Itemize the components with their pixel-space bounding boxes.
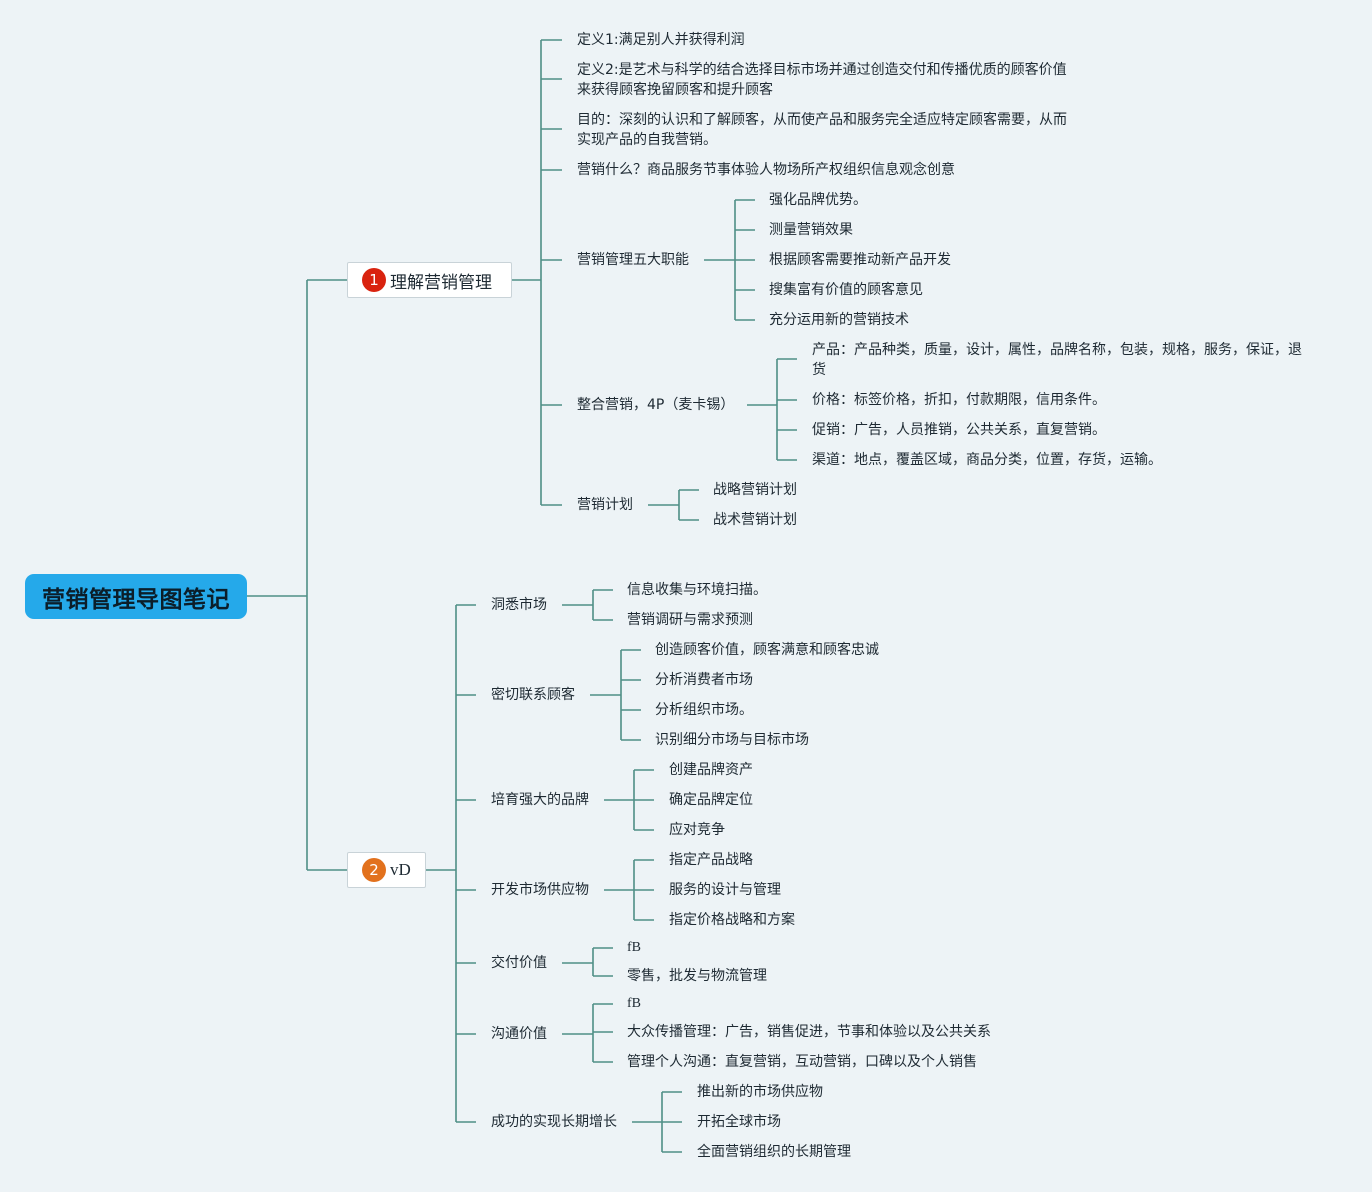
topic-function-item[interactable]: 搜集富有价值的顾客意见 xyxy=(769,282,923,298)
topic-subitem[interactable]: 全面营销组织的长期管理 xyxy=(697,1144,851,1160)
priority-1-icon: 1 xyxy=(362,268,386,292)
topic-subitem[interactable]: 确定品牌定位 xyxy=(669,792,753,808)
topic-subitem[interactable]: 开拓全球市场 xyxy=(697,1114,781,1130)
priority-2-icon: 2 xyxy=(362,858,386,882)
topic-develop-offerings[interactable]: 开发市场供应物 xyxy=(491,882,589,898)
topic-subitem[interactable]: 管理个人沟通：直复营销，互动营销，口碑以及个人销售 xyxy=(627,1054,977,1070)
topic-function-item[interactable]: 充分运用新的营销技术 xyxy=(769,312,909,328)
main-topic-label: vD xyxy=(390,860,411,879)
topic-subitem[interactable]: 分析组织市场。 xyxy=(655,702,753,718)
topic-4p-promotion[interactable]: 促销：广告，人员推销，公共关系，直复营销。 xyxy=(812,422,1106,438)
topic-subitem[interactable]: 分析消费者市场 xyxy=(655,672,753,688)
topic-subitem[interactable]: 零售，批发与物流管理 xyxy=(627,968,767,984)
topic-definition-2[interactable]: 定义2:是艺术与科学的结合选择目标市场并通过创造交付和传播优质的顾客价值 来获得… xyxy=(577,60,1067,100)
topic-line: 货 xyxy=(812,362,826,378)
topic-subitem[interactable]: fB xyxy=(627,940,641,955)
topic-plan-item[interactable]: 战术营销计划 xyxy=(713,512,797,528)
topic-subitem[interactable]: 识别细分市场与目标市场 xyxy=(655,732,809,748)
topic-long-term-growth[interactable]: 成功的实现长期增长 xyxy=(491,1114,617,1130)
topic-line: 目的：深刻的认识和了解顾客，从而使产品和服务完全适应特定顾客需要，从而 xyxy=(577,112,1067,128)
topic-line: 来获得顾客挽留顾客和提升顾客 xyxy=(577,82,773,98)
topic-build-brands[interactable]: 培育强大的品牌 xyxy=(491,792,589,808)
topic-line: 产品：产品种类，质量，设计，属性，品牌名称，包装，规格，服务，保证，退 xyxy=(812,342,1302,358)
topic-function-item[interactable]: 强化品牌优势。 xyxy=(769,192,867,208)
main-topic-label: 理解营销管理 xyxy=(390,272,492,293)
topic-4p-price[interactable]: 价格：标签价格，折扣，付款期限，信用条件。 xyxy=(812,392,1106,408)
topic-line: 实现产品的自我营销。 xyxy=(577,132,717,148)
topic-what-to-market[interactable]: 营销什么？商品服务节事体验人物场所产权组织信息观念创意 xyxy=(577,162,955,178)
topic-marketing-plan[interactable]: 营销计划 xyxy=(577,497,633,513)
topic-subitem[interactable]: 创建品牌资产 xyxy=(669,762,753,778)
topic-communicate-value[interactable]: 沟通价值 xyxy=(491,1026,547,1042)
topic-subitem[interactable]: 应对竞争 xyxy=(669,822,725,838)
topic-plan-item[interactable]: 战略营销计划 xyxy=(713,482,797,498)
topic-function-item[interactable]: 根据顾客需要推动新产品开发 xyxy=(769,252,951,268)
topic-subitem[interactable]: 指定价格战略和方案 xyxy=(669,912,795,928)
topic-subitem[interactable]: 营销调研与需求预测 xyxy=(627,612,753,628)
topic-subitem[interactable]: 大众传播管理：广告，销售促进，节事和体验以及公共关系 xyxy=(627,1024,991,1040)
topic-function-item[interactable]: 测量营销效果 xyxy=(769,222,853,238)
topic-subitem[interactable]: fB xyxy=(627,996,641,1011)
topic-subitem[interactable]: 服务的设计与管理 xyxy=(669,882,781,898)
topic-connect-customers[interactable]: 密切联系顾客 xyxy=(491,687,575,703)
topic-subitem[interactable]: 指定产品战略 xyxy=(669,852,753,868)
main-topic-vd[interactable]: 2 vD xyxy=(347,852,426,888)
topic-subitem[interactable]: 推出新的市场供应物 xyxy=(697,1084,823,1100)
topic-4p[interactable]: 整合营销，4P（麦卡锡） xyxy=(577,397,735,413)
topic-subitem[interactable]: 信息收集与环境扫描。 xyxy=(627,582,767,598)
topic-purpose[interactable]: 目的：深刻的认识和了解顾客，从而使产品和服务完全适应特定顾客需要，从而 实现产品… xyxy=(577,110,1067,150)
topic-deliver-value[interactable]: 交付价值 xyxy=(491,955,547,971)
topic-definition-1[interactable]: 定义1:满足别人并获得利润 xyxy=(577,32,745,48)
topic-4p-product[interactable]: 产品：产品种类，质量，设计，属性，品牌名称，包装，规格，服务，保证，退 货 xyxy=(812,340,1302,380)
central-topic[interactable]: 营销管理导图笔记 xyxy=(25,574,247,619)
topic-line: 定义2:是艺术与科学的结合选择目标市场并通过创造交付和传播优质的顾客价值 xyxy=(577,62,1067,78)
main-topic-understanding-marketing[interactable]: 1 理解营销管理 xyxy=(347,262,512,298)
topic-subitem[interactable]: 创造顾客价值，顾客满意和顾客忠诚 xyxy=(655,642,879,658)
topic-five-functions[interactable]: 营销管理五大职能 xyxy=(577,252,689,268)
topic-4p-channel[interactable]: 渠道：地点，覆盖区域，商品分类，位置，存货，运输。 xyxy=(812,452,1162,468)
topic-market-insight[interactable]: 洞悉市场 xyxy=(491,597,547,613)
